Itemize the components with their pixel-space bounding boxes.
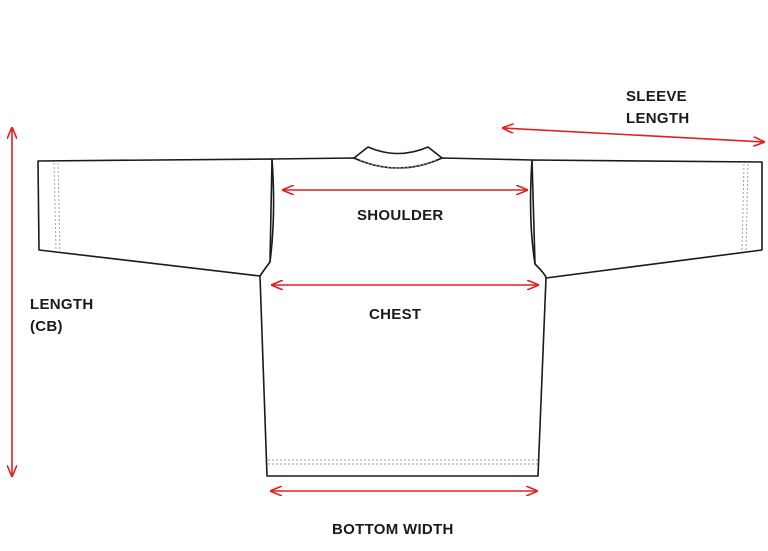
- length-cb-label-line-2: (CB): [30, 318, 63, 335]
- bottom-width-label: BOTTOM WIDTH: [332, 521, 454, 538]
- left-cuff-stitch-1: [53, 162, 57, 251]
- stitching: [53, 159, 749, 465]
- length-cb-label: LENGTH (CB): [30, 294, 93, 338]
- sleeve-length-arrow: [503, 128, 764, 142]
- shoulder-label: SHOULDER: [357, 207, 444, 224]
- left-cuff-stitch-2: [57, 162, 61, 251]
- measurement-arrows: [12, 128, 764, 491]
- garment-outline: [37, 146, 763, 477]
- sleeve-length-label-line-1: SLEEVE: [626, 88, 687, 105]
- sleeve-length-label-line-2: LENGTH: [626, 110, 690, 127]
- left-sleeve: [37, 158, 273, 277]
- right-sleeve: [531, 159, 763, 279]
- chest-label: CHEST: [369, 306, 422, 323]
- length-cb-label-line-1: LENGTH: [30, 296, 94, 313]
- sleeve-length-label: SLEEVE LENGTH: [626, 86, 689, 130]
